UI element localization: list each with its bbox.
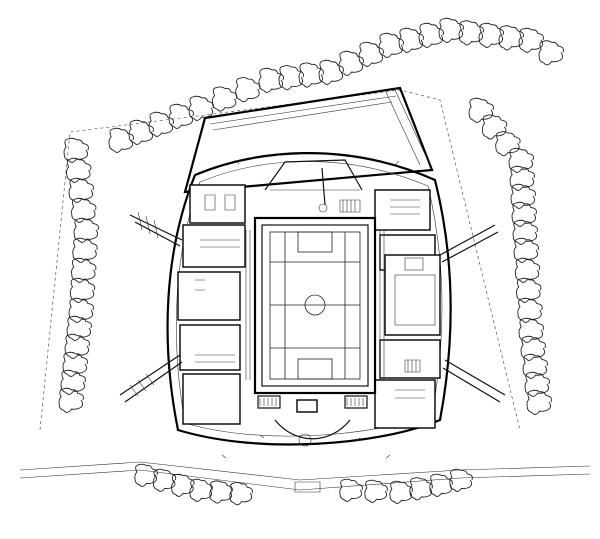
east-classroom-wing xyxy=(374,189,441,429)
tree-canopy-icon xyxy=(398,27,424,53)
tree-canopy-icon xyxy=(524,371,550,397)
tree-canopy-icon xyxy=(429,473,453,497)
stair-icon xyxy=(339,199,421,373)
tree-canopy-icon xyxy=(498,25,524,51)
tree-canopy-icon xyxy=(510,183,536,209)
tree-canopy-icon xyxy=(538,40,564,66)
tree-canopy-icon xyxy=(339,478,363,502)
tree-canopy-icon xyxy=(69,277,96,303)
tree-canopy-icon xyxy=(468,97,494,123)
tree-canopy-icon xyxy=(58,387,84,413)
tree-canopy-icon xyxy=(478,22,504,48)
tree-canopy-icon xyxy=(449,468,473,492)
tree-canopy-icon xyxy=(108,127,134,153)
north-canopy xyxy=(183,86,434,194)
entrance-hall-north xyxy=(264,159,363,213)
tree-canopy-group xyxy=(58,17,564,506)
tree-canopy-icon xyxy=(298,62,324,88)
tree-canopy-icon xyxy=(72,237,98,263)
court-steps xyxy=(245,230,385,413)
tree-canopy-icon xyxy=(516,277,542,303)
tree-canopy-icon xyxy=(509,165,535,191)
tree-canopy-icon xyxy=(481,114,508,140)
tree-canopy-icon xyxy=(63,137,89,163)
tree-canopy-icon xyxy=(513,237,539,263)
tree-canopy-icon xyxy=(62,351,88,377)
tree-canopy-icon xyxy=(152,468,177,492)
tree-canopy-icon xyxy=(128,119,154,145)
tree-canopy-icon xyxy=(508,147,534,173)
tree-canopy-icon xyxy=(512,219,538,245)
tree-canopy-icon xyxy=(188,95,214,121)
tree-canopy-icon xyxy=(438,17,464,43)
tree-canopy-icon xyxy=(418,22,444,48)
access-ramps xyxy=(119,211,506,403)
tree-canopy-icon xyxy=(168,103,194,129)
tree-canopy-icon xyxy=(511,201,537,227)
tree-canopy-icon xyxy=(68,297,94,323)
tree-canopy-icon xyxy=(211,86,238,112)
tree-canopy-icon xyxy=(189,478,213,502)
tree-canopy-icon xyxy=(318,59,344,85)
tree-canopy-icon xyxy=(209,480,233,504)
tree-canopy-icon xyxy=(526,389,552,415)
tree-canopy-icon xyxy=(148,111,174,137)
tree-canopy-icon xyxy=(364,479,388,503)
tree-canopy-icon xyxy=(235,77,261,103)
tree-canopy-icon xyxy=(64,333,90,359)
tree-canopy-icon xyxy=(389,480,413,504)
tree-canopy-icon xyxy=(518,317,544,343)
site-boundary xyxy=(19,89,591,491)
tree-canopy-icon xyxy=(514,257,541,283)
tree-canopy-icon xyxy=(495,131,521,157)
tree-canopy-icon xyxy=(171,473,195,497)
tree-canopy-icon xyxy=(358,41,384,67)
sports-court xyxy=(253,216,377,395)
tree-canopy-icon xyxy=(518,27,544,53)
tree-canopy-icon xyxy=(378,32,404,58)
tree-canopy-icon xyxy=(458,20,484,46)
tree-canopy-icon xyxy=(73,217,99,243)
tree-canopy-icon xyxy=(71,197,97,223)
tree-canopy-icon xyxy=(66,315,92,341)
tree-canopy-icon xyxy=(134,463,158,487)
tree-canopy-icon xyxy=(71,257,97,283)
entrance-south xyxy=(274,419,351,493)
tree-canopy-icon xyxy=(338,50,364,76)
tree-canopy-icon xyxy=(258,67,284,93)
site-markers xyxy=(221,159,400,459)
west-classroom-wing xyxy=(177,184,246,425)
tree-canopy-icon xyxy=(522,353,548,379)
tree-canopy-icon xyxy=(517,297,543,323)
tree-canopy-icon xyxy=(68,177,94,203)
tree-canopy-icon xyxy=(409,477,433,501)
tree-canopy-icon xyxy=(60,369,86,395)
tree-canopy-icon xyxy=(66,157,92,183)
tree-canopy-icon xyxy=(520,335,546,361)
tree-canopy-icon xyxy=(229,482,253,506)
tree-canopy-icon xyxy=(278,65,304,91)
